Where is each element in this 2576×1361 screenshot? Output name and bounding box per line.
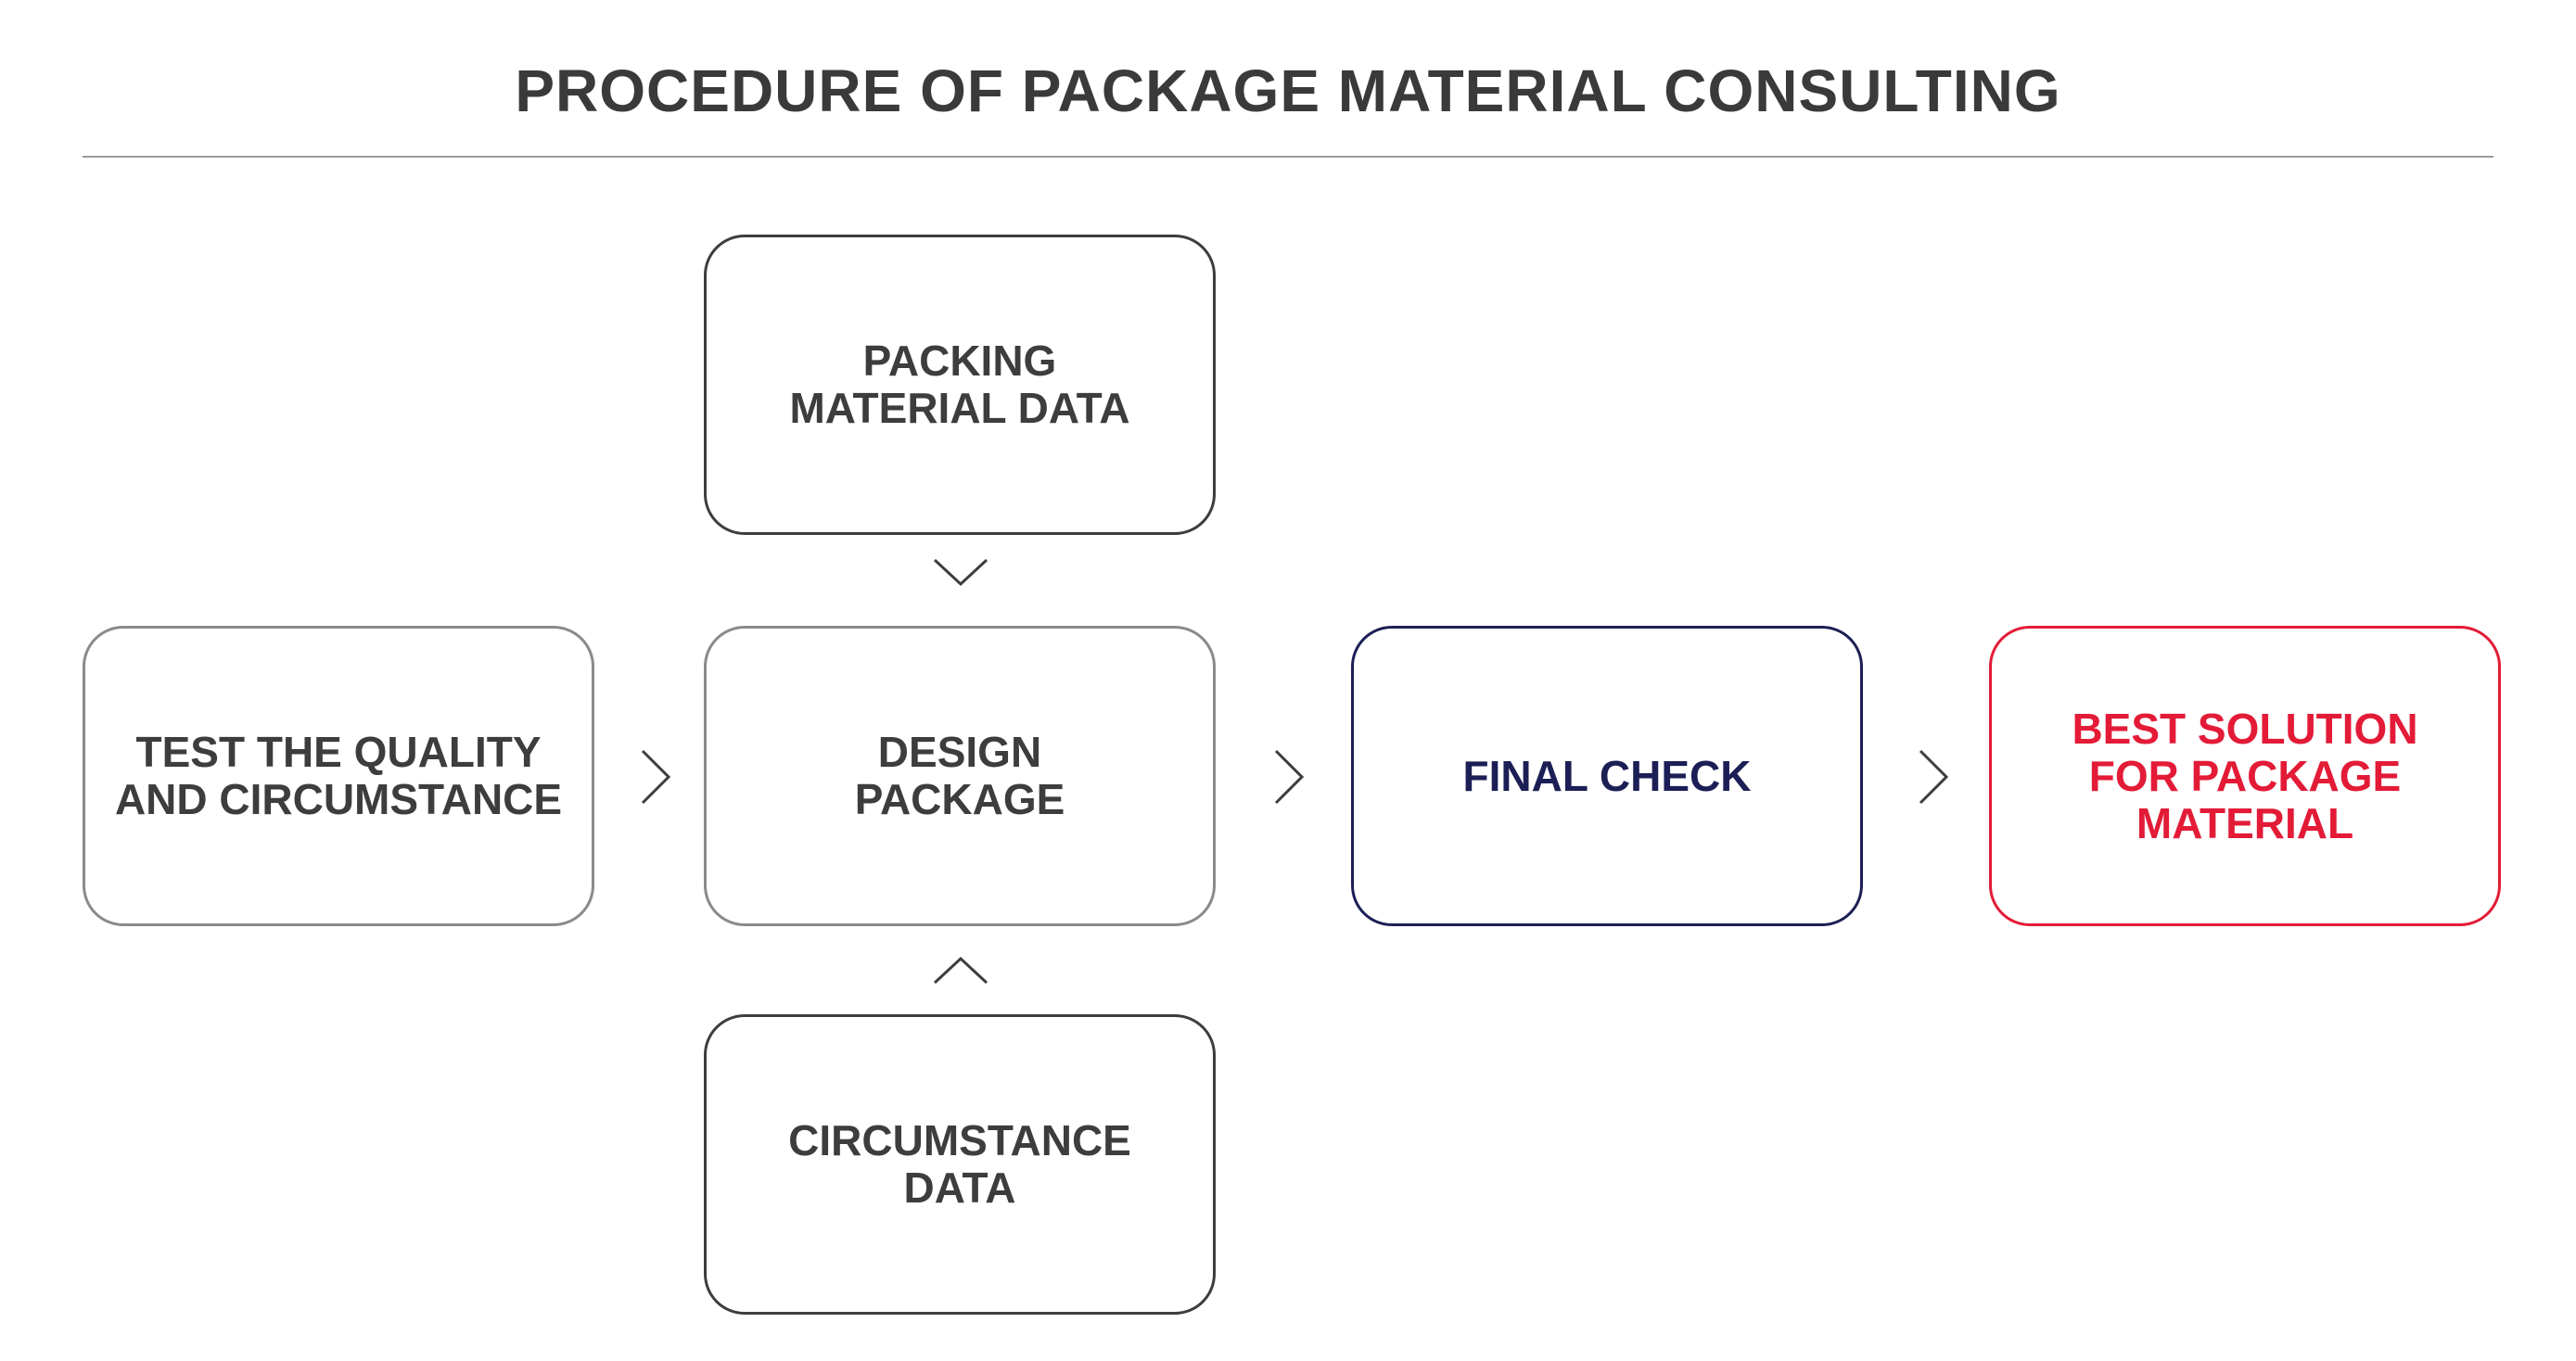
- node-label: CIRCUMSTANCE DATA: [788, 1116, 1131, 1212]
- node-best-solution: BEST SOLUTION FOR PACKAGE MATERIAL: [1989, 626, 2501, 926]
- node-test-quality: TEST THE QUALITY AND CIRCUMSTANCE: [83, 626, 594, 926]
- node-label: TEST THE QUALITY AND CIRCUMSTANCE: [114, 728, 563, 823]
- title-divider: [83, 156, 2493, 158]
- node-design-package: DESIGN PACKAGE: [704, 626, 1216, 926]
- node-label: PACKING MATERIAL DATA: [789, 337, 1130, 432]
- node-label: DESIGN PACKAGE: [854, 728, 1065, 823]
- node-circumstance-data: CIRCUMSTANCE DATA: [704, 1014, 1216, 1315]
- node-packing-material-data: PACKING MATERIAL DATA: [704, 235, 1216, 535]
- node-label: BEST SOLUTION FOR PACKAGE MATERIAL: [2072, 704, 2418, 847]
- chevron-right-icon: [1915, 749, 1952, 805]
- node-label: FINAL CHECK: [1462, 751, 1752, 800]
- chevron-right-icon: [637, 749, 674, 805]
- chevron-up-icon: [933, 951, 988, 988]
- chevron-down-icon: [933, 553, 988, 590]
- node-final-check: FINAL CHECK: [1351, 626, 1863, 926]
- chevron-right-icon: [1270, 749, 1307, 805]
- page-title: PROCEDURE OF PACKAGE MATERIAL CONSULTING: [515, 57, 2061, 124]
